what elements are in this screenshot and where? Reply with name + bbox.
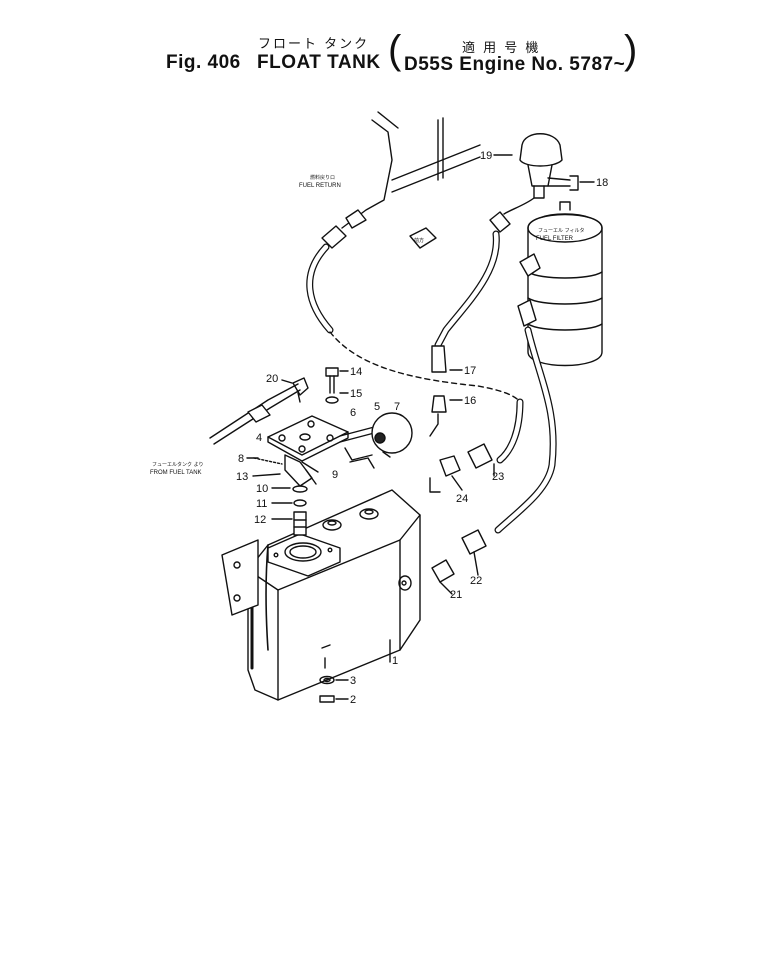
applicability-text: D55S Engine No. 5787~ (404, 54, 626, 75)
label-part-17: 17 (464, 365, 476, 377)
label-part-21: 21 (450, 589, 462, 601)
label-part-13: 13 (236, 471, 248, 483)
label-part-15: 15 (350, 388, 362, 400)
title-japanese: フロート タンク (258, 37, 370, 52)
annotations: 燃料戻りロ FUEL RETURN フューエル フィルタ FUEL FILTER… (150, 174, 585, 476)
label-part-19: 19 (480, 150, 492, 162)
label-part-5: 5 (374, 401, 380, 413)
front-arrow-label: 前方 (414, 237, 424, 244)
float-tank (221, 489, 421, 701)
paren-open: ( (388, 28, 402, 72)
fuel-return-label: FUEL RETURN (299, 183, 341, 189)
label-part-10: 10 (256, 483, 268, 495)
label-part-20: 20 (266, 373, 278, 385)
label-part-14: 14 (350, 366, 362, 378)
label-part-2: 2 (350, 694, 356, 706)
label-part-9: 9 (332, 469, 338, 481)
fuel-return-jp: 燃料戻りロ (310, 174, 335, 181)
label-part-7: 7 (394, 401, 400, 413)
part-labels: 1 2 3 4 5 6 7 8 9 10 11 12 13 14 15 16 1… (236, 150, 608, 706)
page-title: FLOAT TANK (257, 52, 381, 73)
label-part-22: 22 (470, 575, 482, 587)
label-part-6: 6 (350, 407, 356, 419)
from-fuel-tank-jp: フューエルタンク より (152, 461, 204, 468)
fuel-filter-jp: フューエル フィルタ (538, 227, 585, 234)
label-part-8: 8 (238, 453, 244, 465)
label-part-24: 24 (456, 493, 468, 505)
label-part-16: 16 (464, 395, 476, 407)
figure-number: Fig. 406 (166, 52, 241, 73)
from-fuel-tank-label: FROM FUEL TANK (150, 470, 202, 476)
label-part-4: 4 (256, 432, 262, 444)
label-part-1: 1 (392, 655, 398, 667)
label-part-12: 12 (254, 514, 266, 526)
paren-close: ) (624, 28, 638, 72)
float-cover (267, 415, 349, 487)
label-part-11: 11 (256, 498, 267, 510)
label-part-23: 23 (492, 471, 504, 483)
label-part-3: 3 (350, 675, 356, 687)
label-part-18: 18 (596, 177, 608, 189)
fuel-filter-label: FUEL FILTER (536, 236, 574, 242)
applicable-japanese: 適 用 号 機 (462, 41, 541, 56)
